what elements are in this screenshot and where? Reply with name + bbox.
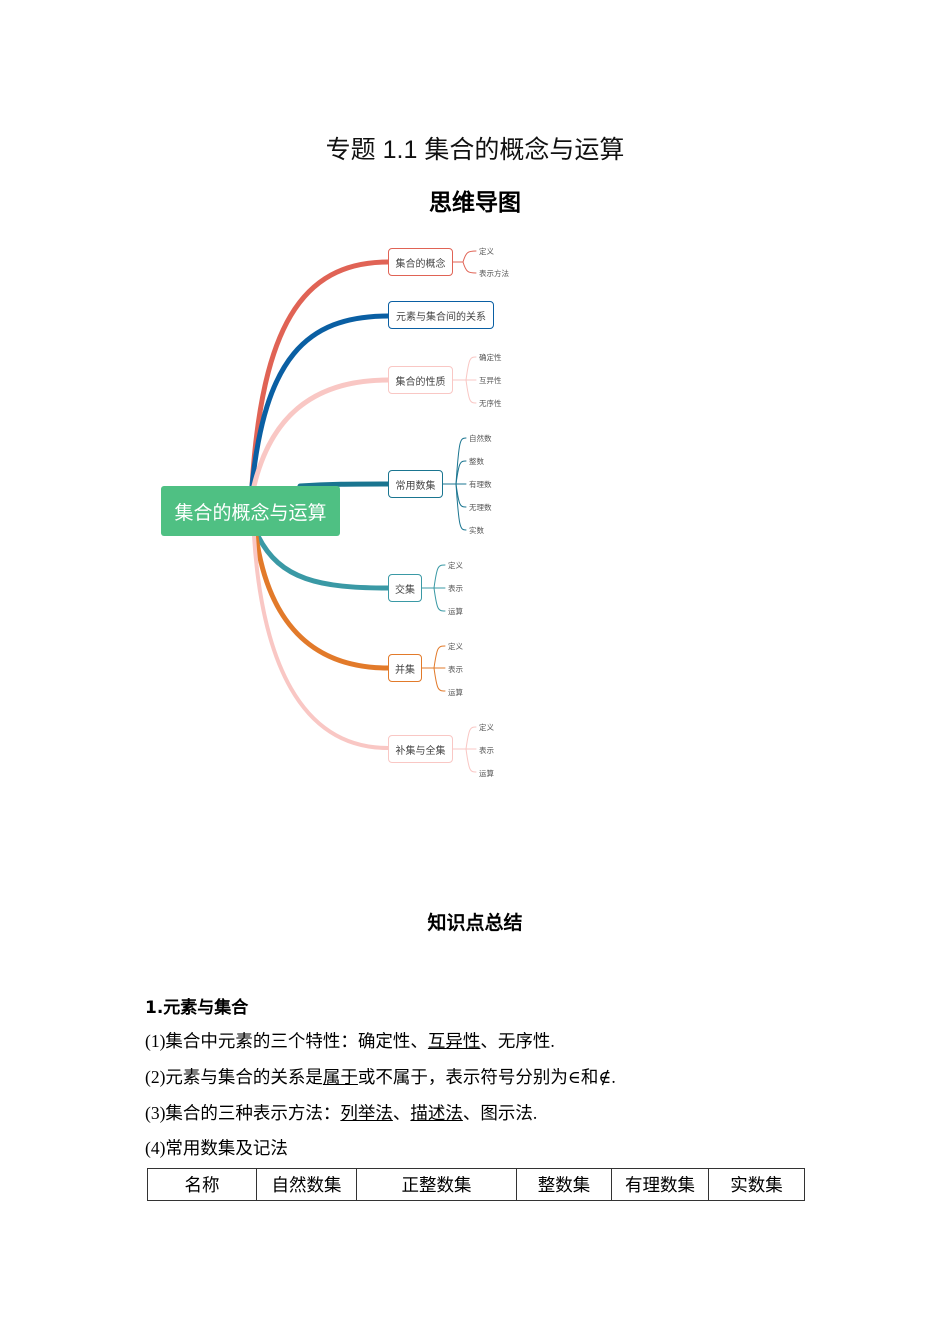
leaf-real: 实数 (469, 526, 484, 535)
leaf-notation: 表示 (448, 665, 463, 674)
branch-complement: 补集与全集 (388, 735, 453, 763)
paragraph-1: (1)集合中元素的三个特性：确定性、互异性、无序性. (145, 1028, 555, 1053)
branch-properties: 集合的性质 (388, 366, 453, 394)
leaf-determinacy: 确定性 (479, 353, 502, 362)
branch-concept: 集合的概念 (388, 248, 453, 276)
leaf-irrational: 无理数 (469, 503, 492, 512)
text: 、图示法. (462, 1103, 538, 1123)
document-title: 专题 1.1 集合的概念与运算 (325, 136, 625, 164)
section-heading: 1.元素与集合 (145, 998, 249, 1018)
leaf-definition: 定义 (479, 723, 494, 732)
table-row: 名称 自然数集 正整数集 整数集 有理数集 实数集 (147, 1168, 805, 1201)
table-cell: 正整数集 (356, 1168, 517, 1201)
leaf-definition: 定义 (448, 561, 463, 570)
leaf-operation: 运算 (479, 769, 494, 778)
leaf-operation: 运算 (448, 688, 463, 697)
branch-element-relation: 元素与集合间的关系 (388, 301, 494, 329)
table-cell: 实数集 (708, 1168, 805, 1201)
text: 、无序性. (480, 1031, 555, 1051)
leaf-representation: 表示方法 (479, 269, 509, 278)
mindmap-heading: 思维导图 (429, 190, 521, 216)
text: 或不属于，表示符号分别为∈和∉. (357, 1067, 616, 1087)
table-cell: 有理数集 (611, 1168, 709, 1201)
mind-map-root: 集合的概念与运算 (161, 486, 340, 536)
underlined-term: 属于 (322, 1067, 358, 1087)
leaf-rational: 有理数 (469, 480, 492, 489)
leaf-natural: 自然数 (469, 434, 492, 443)
leaf-operation: 运算 (448, 607, 463, 616)
paragraph-2: (2)元素与集合的关系是属于或不属于，表示符号分别为∈和∉. (145, 1064, 616, 1089)
number-sets-table: 名称 自然数集 正整数集 整数集 有理数集 实数集 (147, 1168, 805, 1201)
leaf-notation: 表示 (479, 746, 494, 755)
table-cell: 名称 (147, 1168, 257, 1201)
leaf-distinctness: 互异性 (479, 376, 502, 385)
mind-map: 集合的概念与运算 集合的概念 定义 表示方法 元素与集合间的关系 集合的性质 确… (161, 247, 509, 778)
table-cell: 整数集 (516, 1168, 612, 1201)
text: (3)集合的三种表示方法： (145, 1103, 341, 1123)
table-cell: 自然数集 (256, 1168, 357, 1201)
summary-heading: 知识点总结 (427, 912, 523, 934)
text: 、 (392, 1103, 411, 1123)
text: (1)集合中元素的三个特性：确定性、 (145, 1031, 428, 1051)
underlined-term: 互异性 (427, 1031, 481, 1051)
leaf-definition: 定义 (479, 247, 494, 256)
leaf-unorderedness: 无序性 (479, 399, 502, 408)
leaf-notation: 表示 (448, 584, 463, 593)
underlined-term: 描述法 (410, 1103, 463, 1123)
leaf-definition: 定义 (448, 642, 463, 651)
text: (2)元素与集合的关系是 (145, 1067, 323, 1087)
mind-map-connectors (249, 250, 477, 773)
underlined-term: 列举法 (340, 1103, 393, 1123)
branch-number-sets: 常用数集 (388, 470, 443, 498)
paragraph-3: (3)集合的三种表示方法：列举法、描述法、图示法. (145, 1100, 537, 1125)
leaf-integer: 整数 (469, 457, 484, 466)
branch-union: 并集 (388, 654, 422, 682)
paragraph-4: (4)常用数集及记法 (145, 1138, 288, 1158)
branch-intersection: 交集 (388, 574, 422, 602)
